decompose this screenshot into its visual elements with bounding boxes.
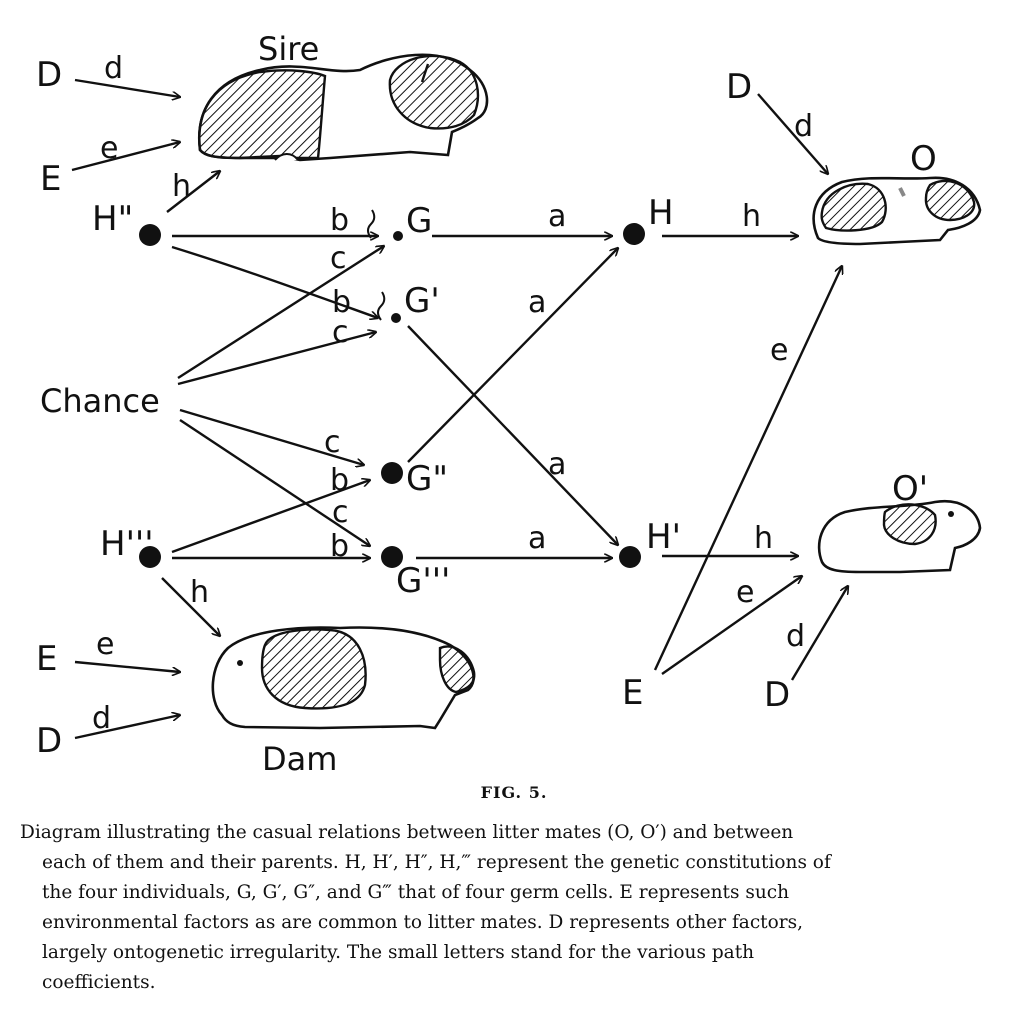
arrow-chance-to-g3 (179, 418, 370, 546)
coef-a-g-h: a (548, 199, 566, 234)
squiggle-g1 (377, 291, 386, 321)
offspring-o-prime-drawing (817, 499, 982, 574)
arrow-chance-to-g2 (179, 408, 364, 465)
figure-caption: Diagram illustrating the casual relation… (20, 818, 1005, 998)
coef-d-sire: d (104, 51, 123, 86)
coef-h-dam: h (190, 575, 209, 610)
e-sire-label: E (40, 159, 61, 199)
node-g3-dot (381, 546, 403, 568)
node-h2-dot (139, 224, 161, 246)
coef-e-sire: e (100, 131, 118, 166)
d-o1-label: D (764, 675, 790, 715)
coef-c-chance-g: c (330, 241, 347, 276)
h1-label: H' (646, 517, 681, 557)
figure-label: FIG. 5. (480, 783, 548, 802)
h2-label: H" (92, 199, 133, 239)
arrow-h3-to-dam (161, 577, 220, 636)
sire-guinea-pig-drawing (197, 53, 489, 162)
offspring-o-drawing (812, 176, 982, 246)
node-h1-dot (619, 546, 641, 568)
dam-label: Dam (262, 740, 337, 778)
h-label: H (648, 193, 674, 233)
node-h3-dot (139, 546, 161, 568)
coef-c-chance-g3: c (332, 495, 349, 530)
arrow-h2-to-g1 (171, 245, 378, 318)
caption-line: Diagram illustrating the casual relation… (20, 822, 794, 843)
coef-c-chance-g2: c (324, 425, 341, 460)
g1-label: G' (404, 281, 440, 321)
coef-c-chance-g1: c (332, 315, 349, 350)
d-o-label: D (726, 67, 752, 107)
path-coefficient-labels: d e h e d h b b c c c b c b a a a a h h … (92, 51, 813, 736)
d-dam-label: D (36, 721, 62, 761)
arrow-e-to-o (653, 266, 842, 671)
arrow-h2-to-sire (166, 171, 220, 213)
node-dots (139, 223, 645, 568)
caption-line: each of them and their parents. H, H′, H… (42, 852, 831, 873)
node-g1-dot (391, 313, 401, 323)
arrow-h3-to-g2 (171, 480, 370, 554)
o1-label: O' (892, 469, 928, 509)
node-g-dot (393, 231, 403, 241)
g3-label: G''' (396, 561, 450, 601)
arrow-e-to-o1 (661, 576, 802, 675)
coef-b-h3-g2: b (330, 463, 349, 498)
coef-e-dam: e (96, 627, 114, 662)
coef-b-h3-g3: b (330, 529, 349, 564)
arrow-d-to-sire (74, 78, 180, 97)
arrow-d-to-o (757, 93, 828, 174)
arrow-d-to-o1 (790, 586, 848, 681)
caption-line: coefficients. (42, 972, 156, 993)
coef-b-h2-g: b (330, 203, 349, 238)
arrow-g1-to-h1 (407, 325, 618, 545)
coef-a-g2-h: a (528, 285, 546, 320)
chance-label: Chance (40, 382, 160, 420)
coef-h-sire: h (172, 169, 191, 204)
arrow-e-to-dam (74, 660, 180, 672)
node-g2-dot (381, 462, 403, 484)
e-dam-label: E (36, 639, 57, 679)
coef-d-o: d (794, 109, 813, 144)
coef-a-g3-h1: a (528, 521, 546, 556)
g-label: G (406, 201, 432, 241)
h3-label: H''' (100, 524, 154, 564)
coef-b-h2-g1: b (332, 285, 351, 320)
caption-line: the four individuals, G, G′, G″, and G‴ … (42, 882, 790, 903)
coef-a-g1-h1: a (548, 447, 566, 482)
arrow-chance-to-g1 (177, 332, 376, 386)
caption-line: largely ontogenetic irregularity. The sm… (42, 942, 755, 963)
squiggle-g (367, 209, 376, 239)
g2-label: G" (406, 459, 448, 499)
arrow-d-to-dam (74, 715, 180, 740)
coef-e-o1: e (736, 575, 754, 610)
path-arrows (71, 78, 848, 740)
o-label: O (910, 139, 937, 179)
path-diagram: Sire Dam Chance D E H" H''' E D G G' G" … (36, 30, 982, 778)
node-labels: Sire Dam Chance D E H" H''' E D G G' G" … (36, 30, 937, 778)
dam-guinea-pig-drawing (211, 626, 476, 730)
coef-h-h1-o1: h (754, 521, 773, 556)
d-sire-label: D (36, 55, 62, 95)
caption-line: environmental factors as are common to l… (42, 912, 803, 933)
arrow-g2-to-h (407, 248, 618, 463)
arrow-chance-to-g (177, 246, 384, 380)
arrow-e-to-sire (71, 142, 180, 172)
coef-d-o1: d (786, 619, 805, 654)
sire-label: Sire (258, 30, 319, 68)
node-h-dot (623, 223, 645, 245)
coef-e-o: e (770, 333, 788, 368)
coef-h-h-o: h (742, 199, 761, 234)
e-offspring-label: E (622, 673, 643, 713)
coef-d-dam: d (92, 701, 111, 736)
